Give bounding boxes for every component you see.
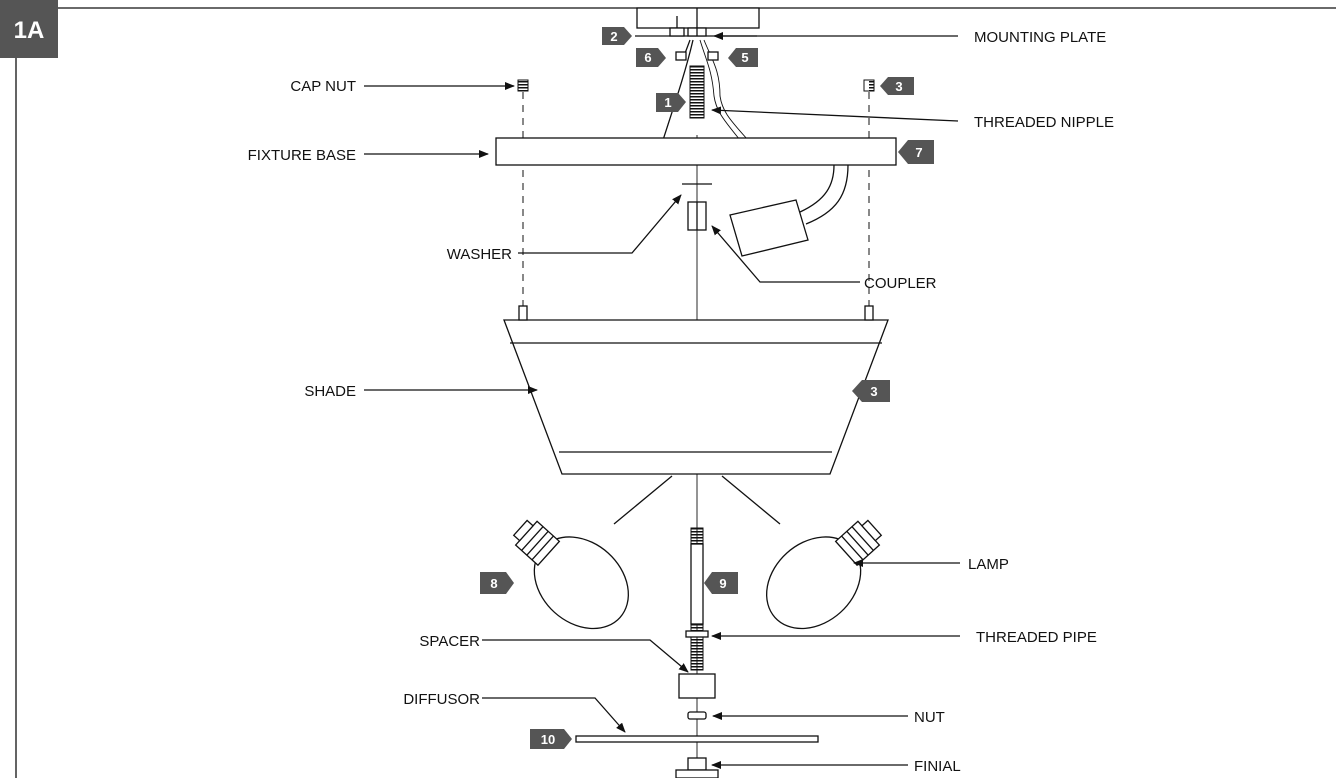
label-lamp: LAMP (968, 556, 1009, 573)
coupler (687, 201, 707, 231)
fixture-base (495, 137, 897, 166)
cap-nut-left (517, 79, 529, 92)
step-tag-3-shade: 3 (852, 380, 890, 402)
wires (662, 8, 749, 141)
figure-id-badge: 1A (0, 0, 58, 58)
label-threaded-nipple: THREADED NIPPLE (974, 114, 1114, 131)
svg-text:8: 8 (490, 576, 497, 591)
label-nut: NUT (914, 709, 945, 726)
step-tag-1: 1 (656, 93, 686, 112)
label-coupler: COUPLER (864, 275, 937, 292)
svg-text:9: 9 (719, 576, 726, 591)
step-tag-10: 10 (530, 729, 572, 749)
svg-text:1: 1 (664, 95, 671, 110)
label-diffusor: DIFFUSOR (403, 691, 480, 708)
step-tag-6: 6 (636, 48, 666, 67)
label-washer: WASHER (447, 246, 512, 263)
svg-text:1A: 1A (14, 17, 45, 44)
threaded-pipe (685, 527, 709, 671)
svg-text:2: 2 (610, 29, 617, 44)
step-tag-3-top: 3 (880, 77, 914, 95)
step-tag-9: 9 (704, 572, 738, 594)
label-finial: FINIAL (914, 758, 961, 775)
diffusor (575, 735, 819, 743)
label-threaded-pipe: THREADED PIPE (976, 629, 1097, 646)
screw-guide-lines (522, 92, 870, 310)
label-spacer: SPACER (419, 633, 480, 650)
lamp-right (721, 475, 883, 630)
threaded-nipple (689, 65, 705, 119)
step-tag-5: 5 (728, 48, 758, 67)
socket-with-cord (729, 164, 849, 257)
label-fixture-base: FIXTURE BASE (248, 147, 356, 164)
spacer (678, 673, 716, 699)
svg-text:3: 3 (870, 384, 877, 399)
cap-nut-right (863, 79, 875, 92)
label-cap-nut: CAP NUT (290, 78, 356, 95)
step-tag-8: 8 (480, 572, 514, 594)
leader-lines (364, 32, 960, 769)
step-tag-2: 2 (602, 27, 632, 45)
svg-text:7: 7 (915, 145, 922, 160)
lamp-left (512, 475, 673, 630)
svg-text:10: 10 (541, 732, 555, 747)
ceiling-box (636, 7, 760, 29)
finial (675, 757, 719, 778)
svg-text:6: 6 (644, 50, 651, 65)
shade (503, 305, 889, 475)
label-shade: SHADE (304, 383, 356, 400)
svg-text:5: 5 (741, 50, 748, 65)
label-mounting-plate: MOUNTING PLATE (974, 29, 1106, 46)
nut (687, 711, 707, 720)
svg-text:3: 3 (895, 79, 902, 94)
step-tag-7: 7 (898, 140, 934, 164)
